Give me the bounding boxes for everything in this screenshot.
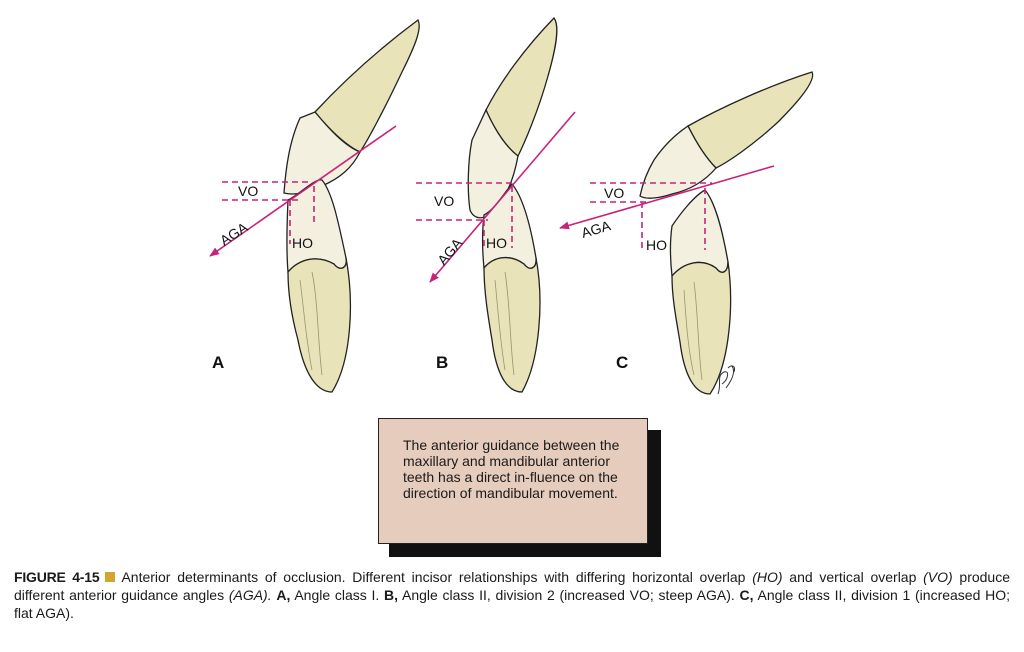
panel-c-upper-crown — [639, 125, 717, 199]
panel-c-aga-line — [559, 165, 775, 230]
caption-ho: (HO) — [752, 569, 783, 585]
caption-b-text: Angle class II, division 2 (increased VO… — [398, 587, 740, 603]
panel-b-lower-root — [483, 257, 541, 393]
panel-a-aga-line — [209, 125, 397, 257]
panel-a-label: A — [212, 353, 224, 372]
panel-c-ho-label: HO — [646, 237, 667, 253]
caption-a-text: Angle class I. — [290, 587, 385, 603]
callout-text: The anterior guidance between the maxill… — [403, 437, 620, 501]
panel-b-label: B — [436, 353, 448, 372]
caption-label: FIGURE 4-15 — [14, 569, 100, 585]
caption-square-icon — [105, 572, 116, 582]
panel-c-vo-label: VO — [604, 185, 624, 201]
caption-text-2: and vertical overlap — [782, 569, 924, 585]
panel-a: VO HO AGA A — [209, 19, 420, 393]
panel-c-lower-root — [671, 261, 732, 395]
panel-b-aga-line — [429, 111, 576, 283]
panel-b-vo-label: VO — [434, 193, 454, 209]
panel-c-label: C — [616, 353, 628, 372]
caption-b-label: B, — [384, 587, 399, 603]
panel-a-lower-root — [287, 257, 352, 393]
caption-aga: (AGA). — [228, 587, 272, 603]
panel-c-upper-root — [687, 71, 814, 169]
artist-signature — [717, 365, 735, 395]
panel-c: VO HO AGA C — [559, 71, 814, 395]
figure-caption: FIGURE 4-15 Anterior determinants of occl… — [14, 568, 1010, 622]
caption-c-label: C, — [739, 587, 754, 603]
caption-vo: (VO) — [923, 569, 953, 585]
callout-box: The anterior guidance between the maxill… — [378, 418, 648, 544]
caption-a-label: A, — [276, 587, 291, 603]
panel-a-vo-label: VO — [238, 183, 258, 199]
panel-a-ho-label: HO — [292, 235, 313, 251]
caption-text-3: produce different anterior guidance angl… — [14, 569, 1010, 603]
panel-b: VO HO AGA B — [416, 16, 576, 393]
caption-c-text: Angle class II, division 1 (increased HO… — [14, 587, 1011, 621]
panel-a-aga-label: AGA — [217, 219, 251, 249]
panel-b-ho-label: HO — [486, 235, 507, 251]
occlusion-diagram: VO HO AGA A VO HO AGA B VO HO AGA C — [209, 16, 814, 395]
panel-b-aga-label: AGA — [434, 234, 466, 267]
caption-text-1: Anterior determinants of occlusion. Diff… — [121, 569, 753, 585]
